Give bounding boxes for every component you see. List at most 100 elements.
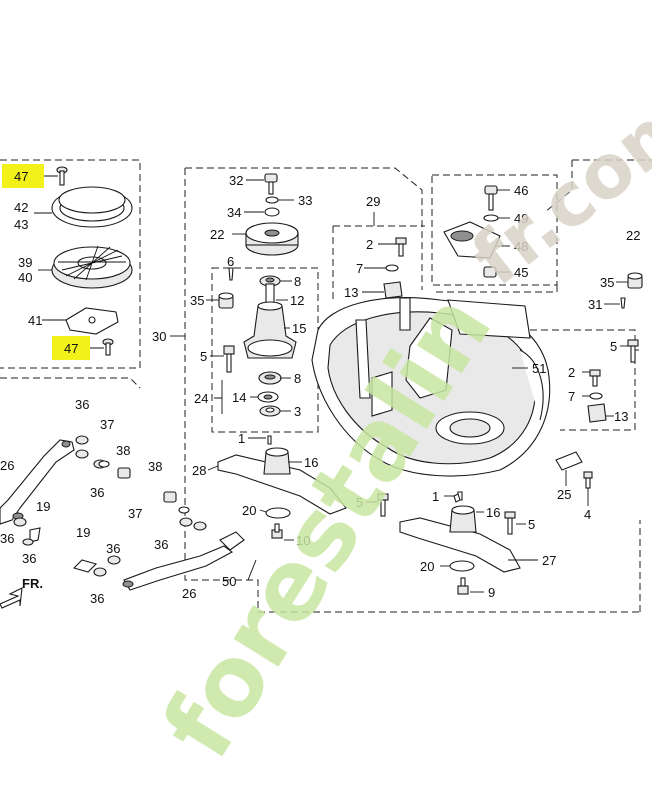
callout-20-right: 20: [420, 559, 434, 574]
callout-27: 27: [542, 553, 556, 568]
seal-14: [257, 391, 279, 403]
bearing-8-top: [259, 275, 281, 287]
callout-49: 49: [514, 211, 528, 226]
callout-16-right: 16: [486, 505, 500, 520]
bolt-5-right: [504, 511, 516, 535]
callout-12: 12: [290, 293, 304, 308]
callout-8-bottom: 8: [294, 371, 301, 386]
pivot-bracket: [219, 531, 245, 551]
hub-16-right: [449, 505, 477, 533]
callout-31: 31: [588, 297, 602, 312]
callout-48: 48: [514, 239, 528, 254]
bolt-9: [457, 577, 469, 595]
callout-5-left: 5: [200, 349, 207, 364]
highlights: [2, 164, 90, 360]
callout-29: 29: [366, 194, 380, 209]
callout-8-top: 8: [294, 274, 301, 289]
housing-15: [243, 301, 297, 359]
mower-deck-51: [311, 297, 551, 477]
fan-39-40: [51, 245, 133, 289]
bolt-5-far-right: [627, 339, 639, 363]
washer-7-right: [589, 392, 603, 400]
pulley-ring-42-43: [51, 186, 133, 228]
callout-10: 10: [296, 533, 310, 548]
screw-4: [583, 471, 593, 489]
blade-assembly-left: [217, 435, 347, 539]
callout-38-b: 38: [148, 459, 162, 474]
deck-small-parts: [383, 185, 501, 299]
callout-22-right: 22: [626, 228, 640, 243]
spindle-group: [218, 173, 299, 417]
nuts-38-37: [98, 460, 190, 514]
callout-7-center: 7: [356, 261, 363, 276]
callout-30: 30: [152, 329, 166, 344]
nut-35-right: [627, 272, 643, 289]
hub-16-left: [263, 447, 291, 475]
washer-20-left: [265, 507, 291, 519]
callout-5-far-right: 5: [610, 339, 617, 354]
callout-38-a: 38: [116, 443, 130, 458]
clip-19-lower: [72, 559, 98, 573]
callout-28: 28: [192, 463, 206, 478]
callout-36-d: 36: [22, 551, 36, 566]
callout-36-g: 36: [90, 591, 104, 606]
callout-5-right: 5: [528, 517, 535, 532]
callout-34: 34: [227, 205, 241, 220]
callout-9: 9: [488, 585, 495, 600]
callout-39: 39: [18, 255, 32, 270]
clip-19-upper: [29, 527, 41, 543]
bolt-47-bottom: [102, 338, 114, 356]
washer-20-right: [449, 560, 475, 572]
callout-15: 15: [292, 321, 306, 336]
callout-41: 41: [28, 313, 42, 328]
bracket-13-right: [587, 403, 607, 423]
callout-20-left: 20: [242, 503, 256, 518]
callout-32: 32: [229, 173, 243, 188]
callout-16-left: 16: [304, 455, 318, 470]
seal-3: [259, 405, 281, 417]
bearing-8-bottom: [258, 371, 282, 385]
callout-33: 33: [298, 193, 312, 208]
callout-36-a: 36: [75, 397, 89, 412]
key-31: [620, 297, 626, 309]
linkage-group: [0, 435, 245, 609]
callout-2-center: 2: [366, 237, 373, 252]
front-arrow-icon: [0, 587, 23, 609]
callout-37-a: 37: [100, 417, 114, 432]
nut-35-left: [218, 292, 234, 309]
lift-arm-26-left: [0, 439, 75, 525]
callout-19-a: 19: [36, 499, 50, 514]
callout-13-center: 13: [344, 285, 358, 300]
callout-35-left: 35: [190, 293, 204, 308]
bracket-13-center: [383, 281, 403, 299]
bolt-10: [271, 523, 283, 539]
washer-7-center: [385, 264, 399, 272]
callout-24: 24: [194, 391, 208, 406]
callout-47-top: 47: [14, 169, 28, 184]
group-boundaries: [0, 159, 652, 613]
callout-7-right: 7: [568, 389, 575, 404]
callout-4: 4: [584, 507, 591, 522]
key-6-top: [228, 267, 234, 281]
washer-34: [264, 207, 280, 217]
callout-14: 14: [232, 390, 246, 405]
callout-50: 50: [222, 574, 236, 589]
pulley-22: [245, 222, 299, 256]
bolt-2-right: [589, 369, 601, 387]
bolt-5-left: [223, 345, 235, 373]
callout-26-center: 26: [182, 586, 196, 601]
callout-42: 42: [14, 200, 28, 215]
callout-13-right: 13: [614, 409, 628, 424]
watermarks: fr.com forestalin: [141, 76, 652, 777]
callout-51: 51: [532, 361, 546, 376]
callout-47-bottom: 47: [64, 341, 78, 356]
callout-5-center: 5: [356, 495, 363, 510]
callout-26-left: 26: [0, 458, 14, 473]
callout-25: 25: [557, 487, 571, 502]
bolt-32: [264, 173, 278, 195]
bolt-5-center: [377, 493, 389, 517]
callout-37-b: 37: [128, 506, 142, 521]
key-1-left: [267, 435, 272, 445]
callout-1-left: 1: [238, 431, 245, 446]
callout-46: 46: [514, 183, 528, 198]
